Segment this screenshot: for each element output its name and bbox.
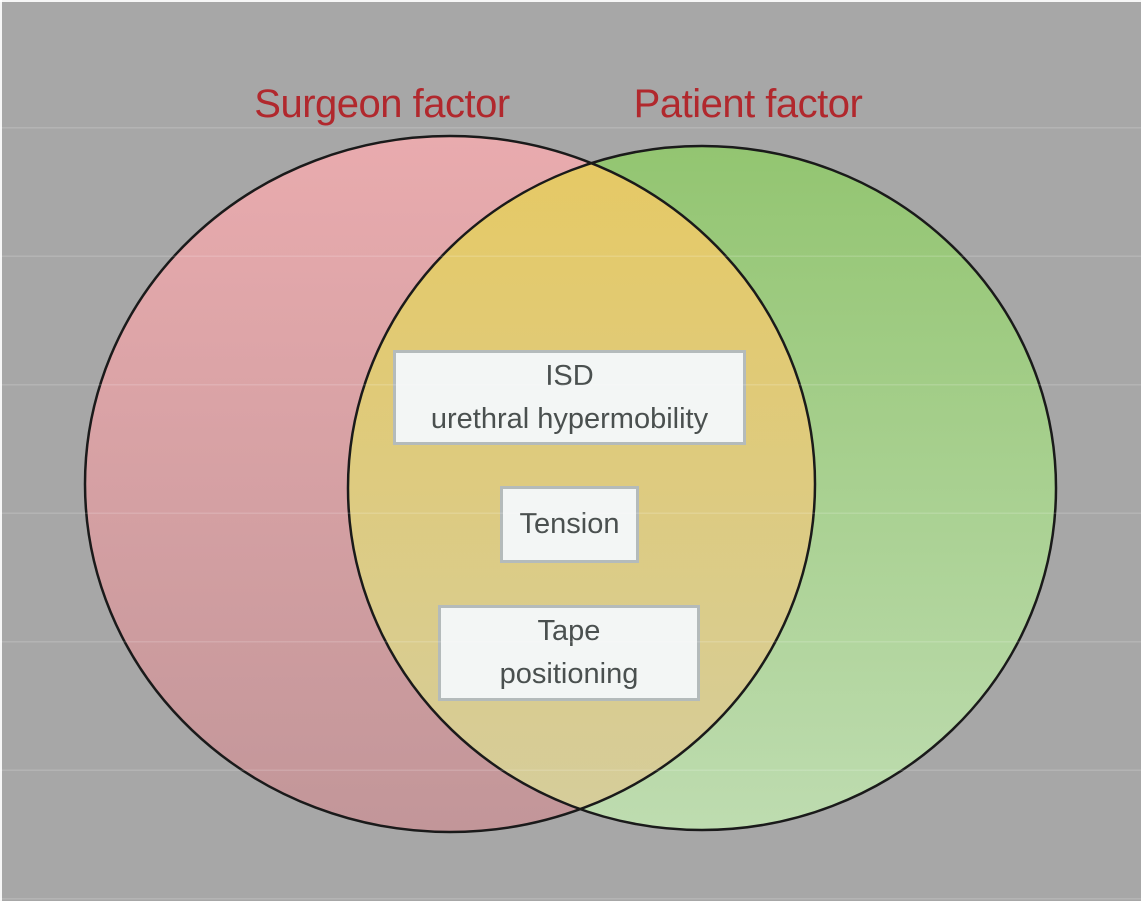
frame-edge-top — [0, 0, 1141, 2]
patient-factor-circle-outline — [346, 144, 1058, 832]
surgeon-factor-circle-outline — [83, 134, 817, 834]
overlap-box-tension: Tension — [500, 486, 639, 563]
box-label-line: Tension — [519, 508, 620, 540]
overlap-box-isd-urethral-hypermobility: ISD urethral hypermobility — [393, 350, 746, 445]
surgeon-factor-title: Surgeon factor — [254, 82, 510, 126]
box-label-line: ISD — [545, 359, 594, 392]
box-label-line: Tape — [537, 615, 601, 647]
patient-factor-title: Patient factor — [633, 82, 863, 126]
box-label-line: urethral hypermobility — [430, 402, 709, 435]
overlap-box-tape-positioning: Tape positioning — [438, 605, 700, 701]
box-label-line: positioning — [499, 658, 639, 690]
frame-edge-left — [0, 0, 2, 901]
